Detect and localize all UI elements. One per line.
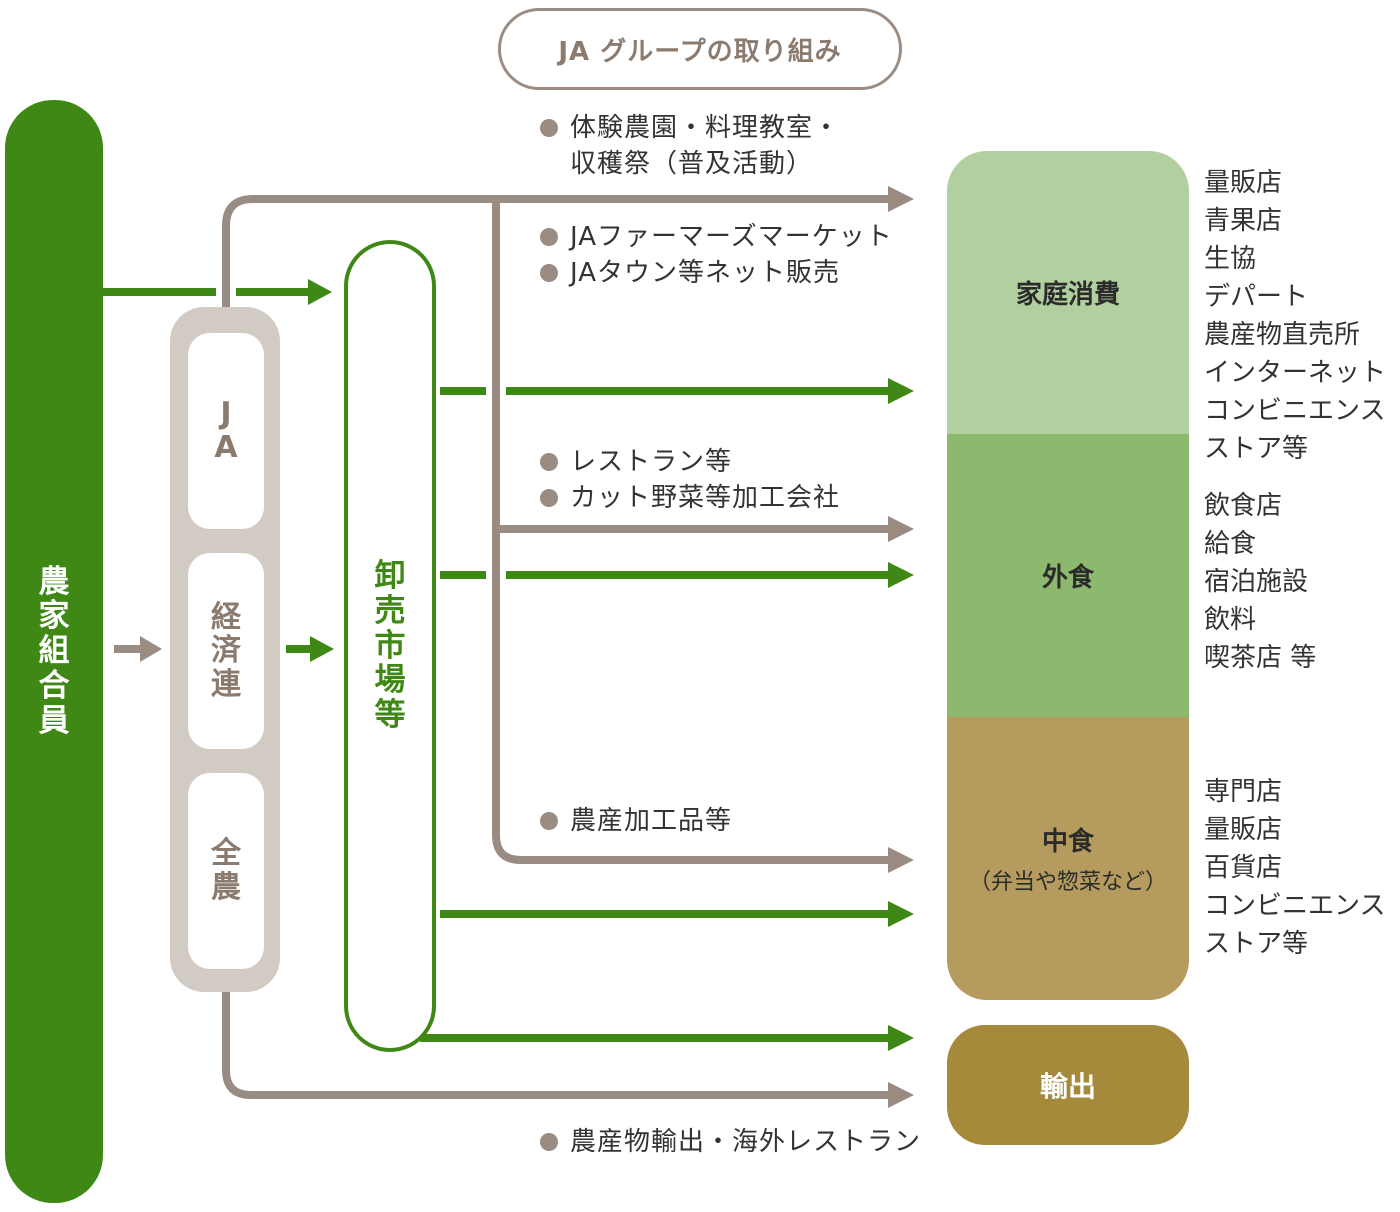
arrow-right-icon bbox=[888, 847, 914, 873]
vertical-char: 等 bbox=[374, 697, 406, 734]
outlet-item: ストア等 bbox=[1204, 929, 1309, 959]
wholesale-market-box: 卸売市場等 bbox=[344, 240, 436, 1052]
prepared-food-sublabel: （弁当や惣菜など） bbox=[968, 870, 1167, 895]
outlet-item: ストア等 bbox=[1204, 434, 1309, 464]
vertical-char: 員 bbox=[38, 702, 70, 739]
dining-out-segment: 外食 bbox=[947, 434, 1189, 717]
vertical-char: 卸 bbox=[374, 558, 406, 595]
ja-direct-trunk-line bbox=[492, 199, 890, 864]
circle-bullet-icon bbox=[540, 119, 558, 137]
arrow-right-icon bbox=[888, 378, 914, 404]
outlet-item: 飲食店 bbox=[1204, 491, 1283, 521]
arrow-right-icon bbox=[888, 186, 914, 212]
vertical-char: J bbox=[220, 396, 232, 432]
vertical-char: 経 bbox=[211, 599, 241, 635]
vertical-char: 家 bbox=[38, 598, 70, 635]
outlet-item: 量販店 bbox=[1204, 168, 1283, 198]
ja-group-title: JA グループの取り組み bbox=[498, 8, 902, 90]
vertical-char: 組 bbox=[38, 633, 70, 670]
note-cut-vegetables-text: カット野菜等加工会社 bbox=[570, 483, 841, 513]
arrow-right-icon bbox=[888, 1082, 914, 1108]
zennoh-box: 全農 bbox=[188, 773, 264, 969]
arrow-right-icon bbox=[310, 636, 334, 662]
note-export-text: 農産物輸出・海外レストラン bbox=[570, 1127, 922, 1157]
outlet-item: インターネット bbox=[1204, 358, 1387, 388]
dining-out-label: 外食 bbox=[1041, 563, 1094, 593]
arrow-right-icon bbox=[140, 636, 162, 662]
arrow-right-icon bbox=[888, 1025, 914, 1051]
outlet-item: コンビニエンス bbox=[1204, 396, 1386, 426]
circle-bullet-icon bbox=[540, 264, 558, 282]
home-consumption-segment: 家庭消費 bbox=[947, 151, 1189, 434]
arrow-right-icon bbox=[308, 279, 332, 305]
consumer-column: 家庭消費 外食 中食 （弁当や惣菜など） bbox=[947, 151, 1189, 1000]
outlet-item: 百貨店 bbox=[1204, 853, 1283, 883]
note-processed-text: 農産加工品等 bbox=[570, 806, 733, 836]
arrow-right-icon bbox=[888, 901, 914, 927]
prepared-food-label: 中食 bbox=[1041, 827, 1094, 857]
export-label: 輸出 bbox=[1039, 1070, 1096, 1103]
circle-bullet-icon bbox=[540, 453, 558, 471]
ja-export-route-line bbox=[222, 992, 890, 1099]
prepared-food-segment: 中食 （弁当や惣菜など） bbox=[947, 717, 1189, 1000]
note-processed: 農産加工品等 bbox=[540, 803, 732, 839]
vertical-char: A bbox=[214, 430, 238, 465]
circle-bullet-icon bbox=[540, 489, 558, 507]
prepared-outlets-list: 専門店量販店百貨店コンビニエンスストア等 bbox=[1204, 773, 1385, 963]
circle-bullet-icon bbox=[540, 228, 558, 246]
note-export: 農産物輸出・海外レストラン bbox=[540, 1124, 921, 1160]
keizairen-box: 経済連 bbox=[188, 553, 264, 749]
vertical-char: 売 bbox=[374, 592, 406, 629]
outlet-item: 給食 bbox=[1204, 529, 1257, 559]
outlet-item: 青果店 bbox=[1204, 206, 1283, 236]
note-farmers-market: JAファーマーズマーケット bbox=[540, 219, 893, 255]
vertical-char: 連 bbox=[211, 666, 241, 702]
ja-top-route-line bbox=[222, 195, 890, 309]
vertical-char: 農 bbox=[38, 563, 70, 600]
vertical-char: 場 bbox=[374, 662, 406, 699]
note-cut-vegetables: カット野菜等加工会社 bbox=[540, 480, 840, 516]
note-experience-line1: 体験農園・料理教室・ bbox=[570, 113, 841, 143]
vertical-char: 全 bbox=[211, 836, 241, 872]
outlet-item: デパート bbox=[1204, 282, 1309, 312]
outlet-item: 喫茶店 等 bbox=[1204, 643, 1317, 673]
vertical-char: 済 bbox=[211, 633, 241, 669]
vertical-char: 農 bbox=[211, 870, 241, 905]
note-online-text: JAタウン等ネット販売 bbox=[570, 258, 840, 288]
note-farmers-market-text: JAファーマーズマーケット bbox=[570, 222, 893, 252]
arrow-right-icon bbox=[888, 562, 914, 588]
outlet-item: 宿泊施設 bbox=[1204, 567, 1309, 597]
export-box: 輸出 bbox=[947, 1025, 1189, 1145]
note-experience: 体験農園・料理教室・ 収穫祭（普及活動） bbox=[540, 110, 840, 182]
outlet-item: 農産物直売所 bbox=[1204, 320, 1361, 350]
outlet-item: コンビニエンス bbox=[1204, 891, 1386, 921]
home-consumption-label: 家庭消費 bbox=[1015, 280, 1120, 310]
vertical-char: 合 bbox=[38, 667, 70, 704]
vertical-char: 市 bbox=[374, 627, 406, 664]
note-experience-line2: 収穫祭（普及活動） bbox=[570, 149, 814, 179]
note-restaurant-text: レストラン等 bbox=[570, 447, 733, 477]
note-online: JAタウン等ネット販売 bbox=[540, 255, 840, 291]
arrow-right-icon bbox=[888, 516, 914, 542]
outlet-item: 生協 bbox=[1204, 244, 1257, 274]
note-restaurant: レストラン等 bbox=[540, 444, 732, 480]
outlet-item: 量販店 bbox=[1204, 815, 1283, 845]
dining-outlets-list: 飲食店給食宿泊施設飲料喫茶店 等 bbox=[1204, 487, 1316, 677]
circle-bullet-icon bbox=[540, 1133, 558, 1151]
farmers-bar: 農家組合員 bbox=[5, 100, 103, 1203]
home-outlets-list: 量販店青果店生協デパート農産物直売所インターネットコンビニエンスストア等 bbox=[1204, 164, 1386, 468]
outlet-item: 専門店 bbox=[1204, 777, 1283, 807]
outlet-item: 飲料 bbox=[1204, 605, 1257, 635]
circle-bullet-icon bbox=[540, 812, 558, 830]
